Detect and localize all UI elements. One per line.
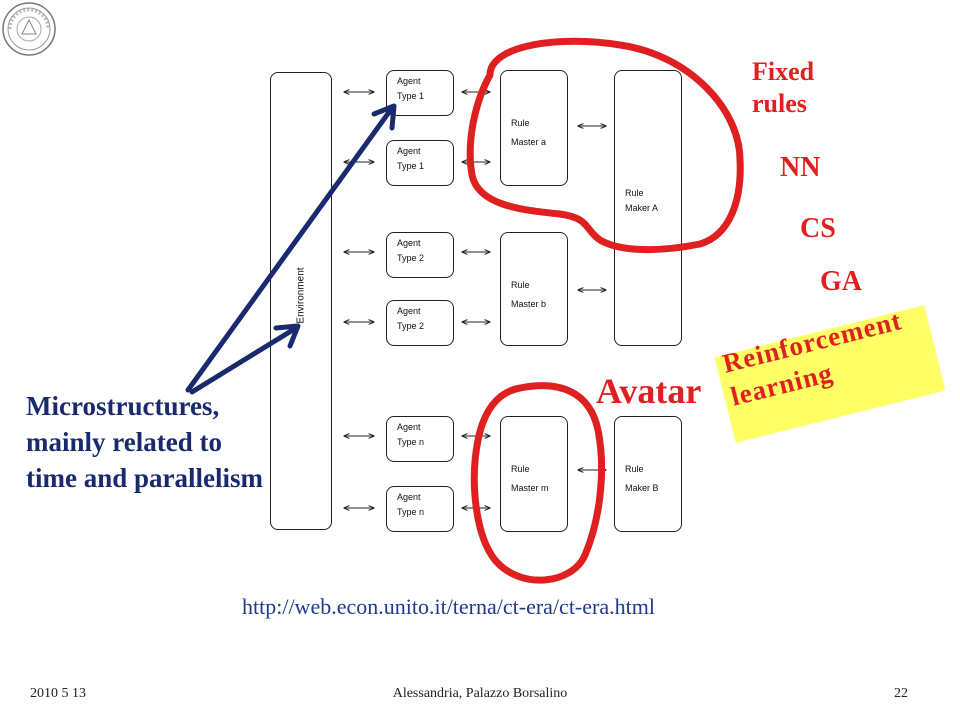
environment-box — [270, 72, 332, 530]
footer-page-number: 22 — [894, 686, 908, 701]
blue-arrow-to-environment-head — [273, 323, 301, 349]
avatar-label: Avatar — [596, 371, 702, 411]
source-url-link[interactable]: http://web.econ.unito.it/terna/ct-era/ct… — [242, 594, 655, 619]
rule-maker-box: Rule Maker B — [614, 416, 682, 532]
rule-master-box: Rule Master a — [500, 70, 568, 186]
agent-label: Agent — [397, 76, 421, 86]
agent-type-label: Type n — [397, 507, 425, 517]
nn-label: NN — [780, 152, 821, 183]
fixed-rules-label: Fixed rules — [752, 57, 815, 118]
agent-box: Agent Type 2 — [386, 300, 454, 346]
agent-label: Agent — [397, 146, 421, 156]
rule-master-label: Master b — [511, 299, 547, 309]
agent-box: Agent Type 2 — [386, 232, 454, 278]
rule-label: Rule — [511, 118, 530, 128]
agent-box: Agent Type n — [386, 416, 454, 462]
agent-box: Agent Type 1 — [386, 70, 454, 116]
agent-type-label: Type 1 — [397, 161, 425, 171]
agent-label: Agent — [397, 492, 421, 502]
rule-label: Rule — [625, 188, 644, 198]
rule-label: Rule — [511, 464, 530, 474]
footer-location: Alessandria, Palazzo Borsalino — [392, 686, 568, 701]
rule-maker-label: Maker B — [625, 483, 659, 493]
agent-type-label: Type 2 — [397, 321, 425, 331]
agent-type-label: Type 2 — [397, 253, 425, 263]
rule-maker-box: Rule Maker A — [614, 70, 682, 346]
rule-maker-label: Maker A — [625, 203, 659, 213]
footer-date: 2010 5 13 — [30, 686, 86, 701]
red-loop-fixed-rules — [466, 37, 744, 254]
blue-arrow-to-agent-type-1 — [185, 105, 395, 393]
rule-label: Rule — [511, 280, 530, 290]
agent-label: Agent — [397, 422, 421, 432]
agent-type-label: Type 1 — [397, 91, 425, 101]
rule-label: Rule — [625, 464, 644, 474]
agent-box: Agent Type 1 — [386, 140, 454, 186]
cs-label: CS — [800, 213, 836, 244]
rule-master-box: Rule Master m — [500, 416, 568, 532]
blue-arrows — [185, 103, 397, 395]
agent-box: Agent Type n — [386, 486, 454, 532]
blue-arrow-to-agent-type-1-head — [371, 103, 397, 131]
microstructures-label: Microstructures, mainly related to time … — [26, 391, 263, 493]
agent-label: Agent — [397, 306, 421, 316]
rule-master-label: Master m — [511, 483, 549, 493]
agent-type-label: Type n — [397, 437, 425, 447]
university-seal-icon — [2, 2, 56, 56]
ga-label: GA — [820, 266, 862, 297]
rule-master-box: Rule Master b — [500, 232, 568, 346]
blue-arrow-to-environment — [189, 325, 299, 395]
agent-label: Agent — [397, 238, 421, 248]
connector-arrows — [344, 92, 606, 508]
red-loop-avatar — [470, 382, 606, 584]
rule-master-label: Master a — [511, 137, 547, 147]
